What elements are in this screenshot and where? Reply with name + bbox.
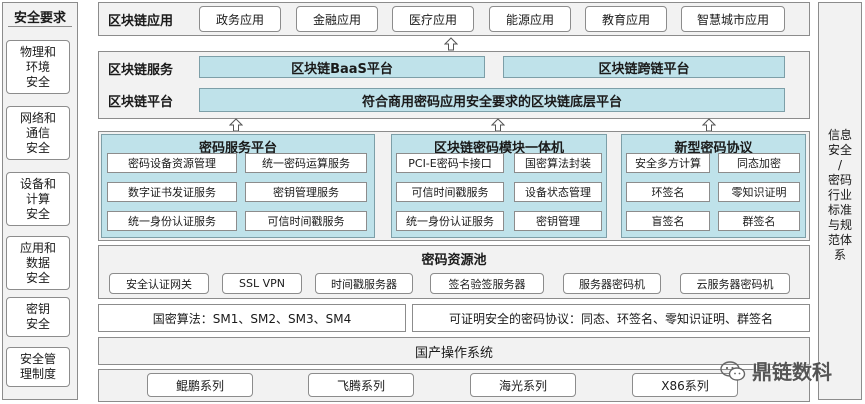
hw-x86: X86系列: [632, 373, 738, 397]
protocol-item: 盲签名: [626, 211, 710, 231]
arrow-up-icon: [229, 118, 243, 132]
pool-item: 安全认证网关: [109, 273, 209, 294]
crypto-module-item: 可信时间戳服务: [396, 182, 504, 202]
application-layer-label: 区块链应用: [108, 13, 174, 29]
pool-item: 服务器密码机: [563, 273, 661, 294]
app-finance: 金融应用: [296, 6, 378, 32]
arrow-up-icon: [702, 118, 716, 132]
security-requirements-underline: [8, 26, 72, 27]
protocol-text: 可证明安全的密码协议：同态、环签名、零知识证明、群签名: [448, 311, 773, 326]
hw-phytium: 飞腾系列: [308, 373, 414, 397]
base-platform: 符合商用密码应用安全要求的区块链底层平台: [199, 88, 785, 112]
crypto-service-item: 统一身份认证服务: [107, 211, 237, 231]
app-energy: 能源应用: [489, 6, 571, 32]
protocol-item: 环签名: [626, 182, 710, 202]
crypto-service-item: 密钥管理服务: [245, 182, 367, 202]
req-device-compute: 设备和 计算 安全: [6, 172, 70, 226]
app-government: 政务应用: [199, 6, 281, 32]
crypto-module-item: 设备状态管理: [514, 182, 602, 202]
req-key: 密钥 安全: [6, 297, 70, 337]
pool-item: 云服务器密码机: [680, 273, 790, 294]
arrow-up-icon: [491, 118, 505, 132]
crypto-module-item: 国密算法封装: [514, 153, 602, 173]
crypto-module-item: PCI-E密码卡接口: [396, 153, 504, 173]
crypto-service-item: 统一密码运算服务: [245, 153, 367, 173]
hw-kunpeng: 鲲鹏系列: [147, 373, 253, 397]
crypto-service-title: 密码服务平台: [198, 141, 277, 156]
crypto-service-item: 可信时间戳服务: [245, 211, 367, 231]
algorithm-left: 国密算法：SM1、SM2、SM3、SM4: [98, 304, 406, 332]
req-management: 安全管 理制度: [6, 347, 70, 387]
crypto-module-title: 区块链密码模块一体机: [433, 141, 564, 156]
crypto-module-item: 统一身份认证服务: [396, 211, 504, 231]
security-requirements-title: 安全要求: [13, 11, 66, 26]
app-medical: 医疗应用: [392, 6, 474, 32]
crypto-service-item: 密码设备资源管理: [107, 153, 237, 173]
app-education: 教育应用: [585, 6, 667, 32]
protocol-item: 零知识证明: [718, 182, 800, 202]
req-network-comm: 网络和 通信 安全: [6, 106, 70, 160]
watermark: 鼎链数科: [720, 356, 832, 385]
os-label: 国产操作系统: [414, 345, 493, 361]
standards-panel: [818, 2, 862, 400]
pool-item: 时间戳服务器: [315, 273, 413, 294]
req-physical-env: 物理和 环境 安全: [6, 40, 70, 94]
domestic-os: 国产操作系统: [98, 337, 810, 365]
algorithm-right: 可证明安全的密码协议：同态、环签名、零知识证明、群签名: [412, 304, 810, 332]
resource-pool-title: 密码资源池: [421, 253, 487, 268]
gm-algorithm-text: 国密算法：SM1、SM2、SM3、SM4: [152, 311, 352, 326]
req-app-data: 应用和 数据 安全: [6, 236, 70, 290]
arrow-up-icon: [444, 37, 458, 51]
standards-text: 信息 安全 / 密码 行业 标准 与规 范体 系: [827, 128, 852, 262]
pool-item: SSL VPN: [222, 273, 302, 294]
app-smart-city: 智慧城市应用: [681, 6, 785, 32]
protocol-item: 群签名: [718, 211, 800, 231]
new-protocol-title: 新型密码协议: [674, 141, 753, 156]
protocol-item: 同态加密: [718, 153, 800, 173]
pool-item: 签名验签服务器: [430, 273, 544, 294]
service-layer-label: 区块链服务: [108, 62, 174, 78]
watermark-text: 鼎链数科: [752, 360, 832, 384]
crypto-module-item: 密钥管理: [514, 211, 602, 231]
protocol-item: 安全多方计算: [626, 153, 710, 173]
wechat-icon: [720, 360, 746, 381]
hw-hygon: 海光系列: [470, 373, 576, 397]
cross-chain-platform: 区块链跨链平台: [503, 56, 785, 78]
crypto-service-item: 数字证书发证服务: [107, 182, 237, 202]
baas-platform: 区块链BaaS平台: [199, 56, 485, 78]
platform-layer-label: 区块链平台: [108, 94, 174, 110]
